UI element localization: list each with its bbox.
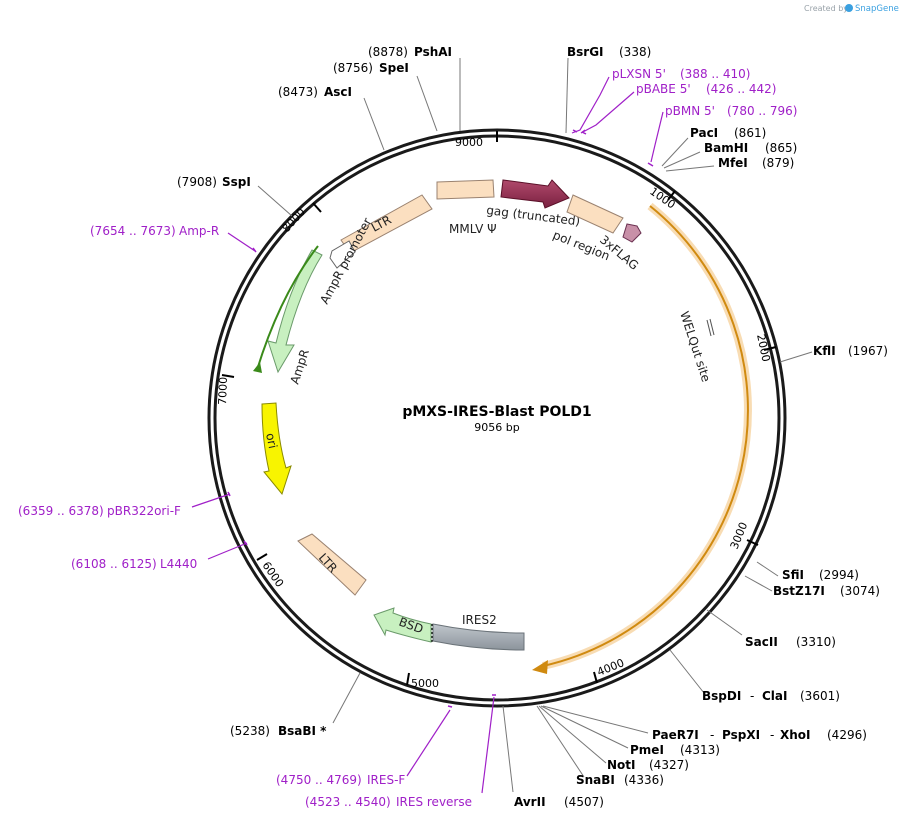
- primer-ires-reverse: IRES reverse: [396, 795, 472, 809]
- orf-arrowhead: [532, 660, 548, 674]
- primer-pbmn-range: (780 .. 796): [727, 104, 797, 118]
- tick-marks: [221, 131, 777, 686]
- snapgene-brand: SnapGene: [855, 4, 899, 14]
- ampr-promoter-feature: [329, 240, 356, 269]
- enzyme-pshai: PshAI: [414, 45, 452, 59]
- enzyme-bsabi-pos: (5238): [230, 724, 270, 738]
- enzyme-bstz17i: BstZ17I: [773, 584, 825, 598]
- ori-label: ori: [263, 432, 280, 450]
- mmlv-psi-feature: [436, 179, 495, 200]
- enzyme-paci: PacI: [690, 126, 718, 140]
- tick-label-2000: 2000: [754, 333, 773, 363]
- enzyme-paer7i-sep: -: [710, 728, 714, 742]
- primer-amp-r: Amp-R: [179, 224, 219, 238]
- enzyme-xhoi: XhoI: [780, 728, 811, 742]
- enzyme-mfei: MfeI: [718, 156, 748, 170]
- enzyme-spei-pos: (8756): [333, 61, 373, 75]
- gag-label: gag (truncated): [486, 203, 581, 228]
- ires2-feature: [432, 623, 525, 651]
- enzyme-paer7i-pos: (4296): [827, 728, 867, 742]
- enzyme-bspdi: BspDI: [702, 689, 741, 703]
- enzyme-asci: AscI: [324, 85, 352, 99]
- primer-leader-lines: [191, 76, 664, 794]
- primer-ires-f-range: (4750 .. 4769): [276, 773, 362, 787]
- primer-site-marks: [227, 129, 654, 708]
- primer-ires-reverse-range: (4523 .. 4540): [305, 795, 391, 809]
- tick-label-7000: 7000: [216, 377, 230, 405]
- enzyme-mfei-pos: (879): [762, 156, 794, 170]
- pol-region-feature: [566, 194, 624, 234]
- enzyme-bsrgi-pos: (338): [619, 45, 651, 59]
- enzyme-snabi-pos: (4336): [624, 773, 664, 787]
- enzyme-noti: NotI: [607, 758, 636, 772]
- enzyme-sacii-pos: (3310): [796, 635, 836, 649]
- primer-pbr322ori: pBR322ori-F: [107, 504, 181, 518]
- primer-pbabe: pBABE 5': [636, 82, 691, 96]
- enzyme-bamhi-pos: (865): [765, 141, 797, 155]
- enzyme-sspi: SspI: [222, 175, 251, 189]
- backbone-outer-ring: [207, 128, 787, 708]
- enzyme-clai: ClaI: [762, 689, 787, 703]
- enzyme-snabi: SnaBI: [576, 773, 615, 787]
- tick-label-8000: 8000: [280, 206, 308, 236]
- primer-amp-r-range: (7654 .. 7673): [90, 224, 176, 238]
- ori-feature: [261, 402, 292, 496]
- enzyme-bstz17i-pos: (3074): [840, 584, 880, 598]
- tick-label-9000: 9000: [455, 136, 483, 149]
- enzyme-bspdi-pos: (3601): [800, 689, 840, 703]
- ampr-cds-arrowhead: [253, 362, 262, 373]
- ltr-bottom-feature: [297, 533, 367, 596]
- bsd-feature: [373, 607, 432, 643]
- enzyme-sfii-pos: (2994): [819, 568, 859, 582]
- enzyme-avrii: AvrII: [514, 795, 546, 809]
- ampr-cds-line: [256, 245, 319, 371]
- plasmid-name: pMXS-IRES-Blast POLD1: [402, 404, 591, 420]
- 3xflag-feature: [622, 223, 642, 243]
- enzyme-avrii-pos: (4507): [564, 795, 604, 809]
- enzyme-bsrgi: BsrGI: [567, 45, 604, 59]
- enzyme-leader-lines: [257, 57, 813, 793]
- enzyme-bspdi-sep: -: [750, 689, 754, 703]
- enzyme-pmei-pos: (4313): [680, 743, 720, 757]
- welqut-site-label: WELQut site: [677, 310, 713, 384]
- enzyme-kfli-pos: (1967): [848, 344, 888, 358]
- enzyme-pmei: PmeI: [630, 743, 664, 757]
- enzyme-sspi-pos: (7908): [177, 175, 217, 189]
- enzyme-paer7i: PaeR7I: [652, 728, 699, 742]
- gag-truncated-feature: [500, 179, 570, 209]
- primer-l4440: L4440: [160, 557, 197, 571]
- enzyme-pspxi: PspXI: [722, 728, 760, 742]
- primer-ires-f: IRES-F: [367, 773, 405, 787]
- orf-arrow-line: [542, 205, 749, 667]
- primer-pbabe-range: (426 .. 442): [706, 82, 776, 96]
- ires2-label: IRES2: [462, 613, 497, 627]
- enzyme-bsabi: BsaBI *: [278, 724, 327, 738]
- ampr-label: AmpR: [288, 347, 312, 385]
- enzyme-asci-pos: (8473): [278, 85, 318, 99]
- primer-plxsn: pLXSN 5': [612, 67, 666, 81]
- primer-pbr322ori-range: (6359 .. 6378): [18, 504, 104, 518]
- welqut-site-marker: [706, 318, 715, 337]
- primer-plxsn-range: (388 .. 410): [680, 67, 750, 81]
- snapgene-logo-icon: [845, 4, 853, 12]
- ampr-promoter-label: AmpR promoter: [317, 216, 374, 307]
- enzyme-pshai-pos: (8878): [368, 45, 408, 59]
- credit-text: Created by: [804, 4, 848, 13]
- primer-l4440-range: (6108 .. 6125): [71, 557, 157, 571]
- enzyme-noti-pos: (4327): [649, 758, 689, 772]
- enzyme-bamhi: BamHI: [704, 141, 748, 155]
- enzyme-spei: SpeI: [379, 61, 409, 75]
- enzyme-sacii: SacII: [745, 635, 778, 649]
- enzyme-sfii: SfiI: [782, 568, 804, 582]
- enzyme-pspxi-sep: -: [770, 728, 774, 742]
- primer-pbmn: pBMN 5': [665, 104, 715, 118]
- tick-label-5000: 5000: [411, 677, 439, 690]
- mmlv-psi-label: MMLV Ψ: [449, 222, 497, 236]
- plasmid-length: 9056 bp: [474, 421, 519, 434]
- enzyme-kfli: KflI: [813, 344, 836, 358]
- ampr-feature: [267, 249, 323, 374]
- orf-band: [542, 202, 752, 670]
- enzyme-paci-pos: (861): [734, 126, 766, 140]
